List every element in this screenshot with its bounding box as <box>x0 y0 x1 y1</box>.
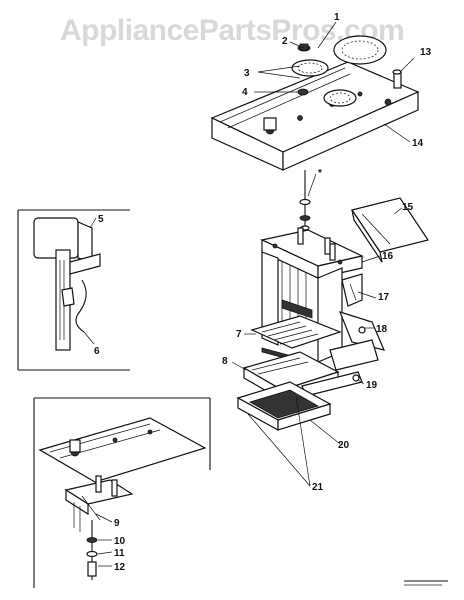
inset-drive-detail <box>33 397 211 588</box>
marker-asterisk: * <box>318 168 322 179</box>
callout-19: 19 <box>366 380 378 391</box>
callout-10: 10 <box>114 536 126 547</box>
cover-plate <box>351 197 429 263</box>
callout-7: 7 <box>236 329 242 340</box>
callout-12: 12 <box>114 562 126 573</box>
gear-assembly-top <box>291 35 402 107</box>
callout-6: 6 <box>94 346 100 357</box>
callout-5: 5 <box>98 214 104 225</box>
leader-lines <box>83 21 415 567</box>
callout-9: 9 <box>114 518 120 529</box>
callout-18: 18 <box>376 324 388 335</box>
callout-8: 8 <box>222 356 228 367</box>
callout-17: 17 <box>378 292 390 303</box>
frame-top-plate <box>260 227 364 279</box>
callout-16: 16 <box>382 251 394 262</box>
fine-print-texture <box>404 580 448 586</box>
scissor-links <box>329 311 386 371</box>
callout-3: 3 <box>244 68 250 79</box>
callout-13: 13 <box>420 47 432 58</box>
callout-2: 2 <box>282 36 288 47</box>
callout-11: 11 <box>114 548 125 559</box>
callout-14: 14 <box>412 138 424 149</box>
callout-1: 1 <box>334 12 340 23</box>
callout-20: 20 <box>338 440 350 451</box>
side-bracket <box>341 273 363 307</box>
callout-21: 21 <box>312 482 324 493</box>
ram-pad <box>236 381 332 432</box>
callout-4: 4 <box>242 87 248 98</box>
drive-coupling <box>299 170 311 235</box>
callout-labels: 1 2 3 4 13 14 * 15 16 17 18 7 8 19 20 21… <box>94 12 432 573</box>
inset-switch-detail <box>17 209 130 371</box>
gear-housing-tray <box>210 61 420 171</box>
callout-15: 15 <box>402 202 414 213</box>
